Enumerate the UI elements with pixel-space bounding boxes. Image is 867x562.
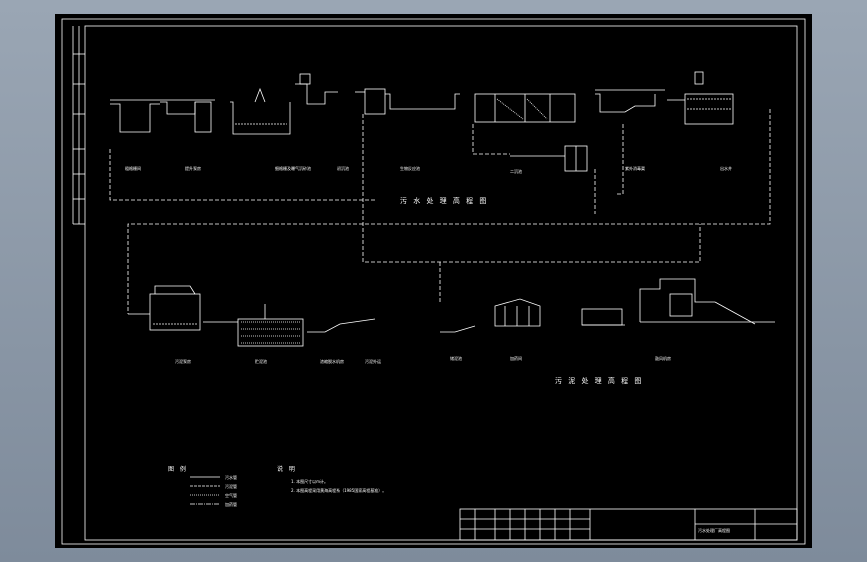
unit-label: 浓缩脱水机房 (320, 359, 344, 364)
unit-label: 粗格栅间 (125, 166, 141, 171)
legend-item: 污泥管 (225, 484, 237, 489)
unit-label: 生物反应池 (400, 166, 420, 171)
unit-label: 污泥泵房 (175, 359, 191, 364)
titleblock-name: 污水处理厂高程图 (698, 528, 730, 533)
inner-frame (84, 25, 798, 541)
legend-title: 图 例 (168, 466, 188, 473)
legend-item: 加药管 (225, 502, 237, 507)
legend-item: 空气管 (225, 493, 237, 498)
unit-label: 二沉池 (510, 169, 522, 174)
outer-frame (61, 18, 806, 545)
unit-label: 提升泵房 (185, 166, 201, 171)
unit-label: 加药间 (510, 356, 522, 361)
notes-title: 说 明 (277, 466, 297, 473)
legend-item: 污水管 (225, 475, 237, 480)
unit-label: 紫外消毒渠 (625, 166, 645, 171)
unit-label: 贮泥池 (255, 359, 267, 364)
unit-label: 出水井 (720, 166, 732, 171)
note-line: 1. 本图尺寸以m计。 (291, 479, 328, 484)
unit-label: 初沉池 (337, 166, 349, 171)
unit-label: 细格栅及曝气沉砂池 (275, 166, 311, 171)
unit-label: 鼓风机房 (655, 356, 671, 361)
note-line: 2. 本图高程采用黄海高程系（1985国家高程基准）。 (291, 488, 387, 493)
cad-drawing-sheet: 污 水 处 理 高 程 图 污 泥 处 理 高 程 图 粗格栅间 提升泵房 细格… (55, 14, 812, 548)
sludge-profile-title: 污 泥 处 理 高 程 图 (555, 377, 644, 385)
cad-linework (61, 18, 806, 545)
unit-label: 储泥池 (450, 356, 462, 361)
unit-label: 污泥外运 (365, 359, 381, 364)
sewage-profile-title: 污 水 处 理 高 程 图 (400, 197, 489, 205)
